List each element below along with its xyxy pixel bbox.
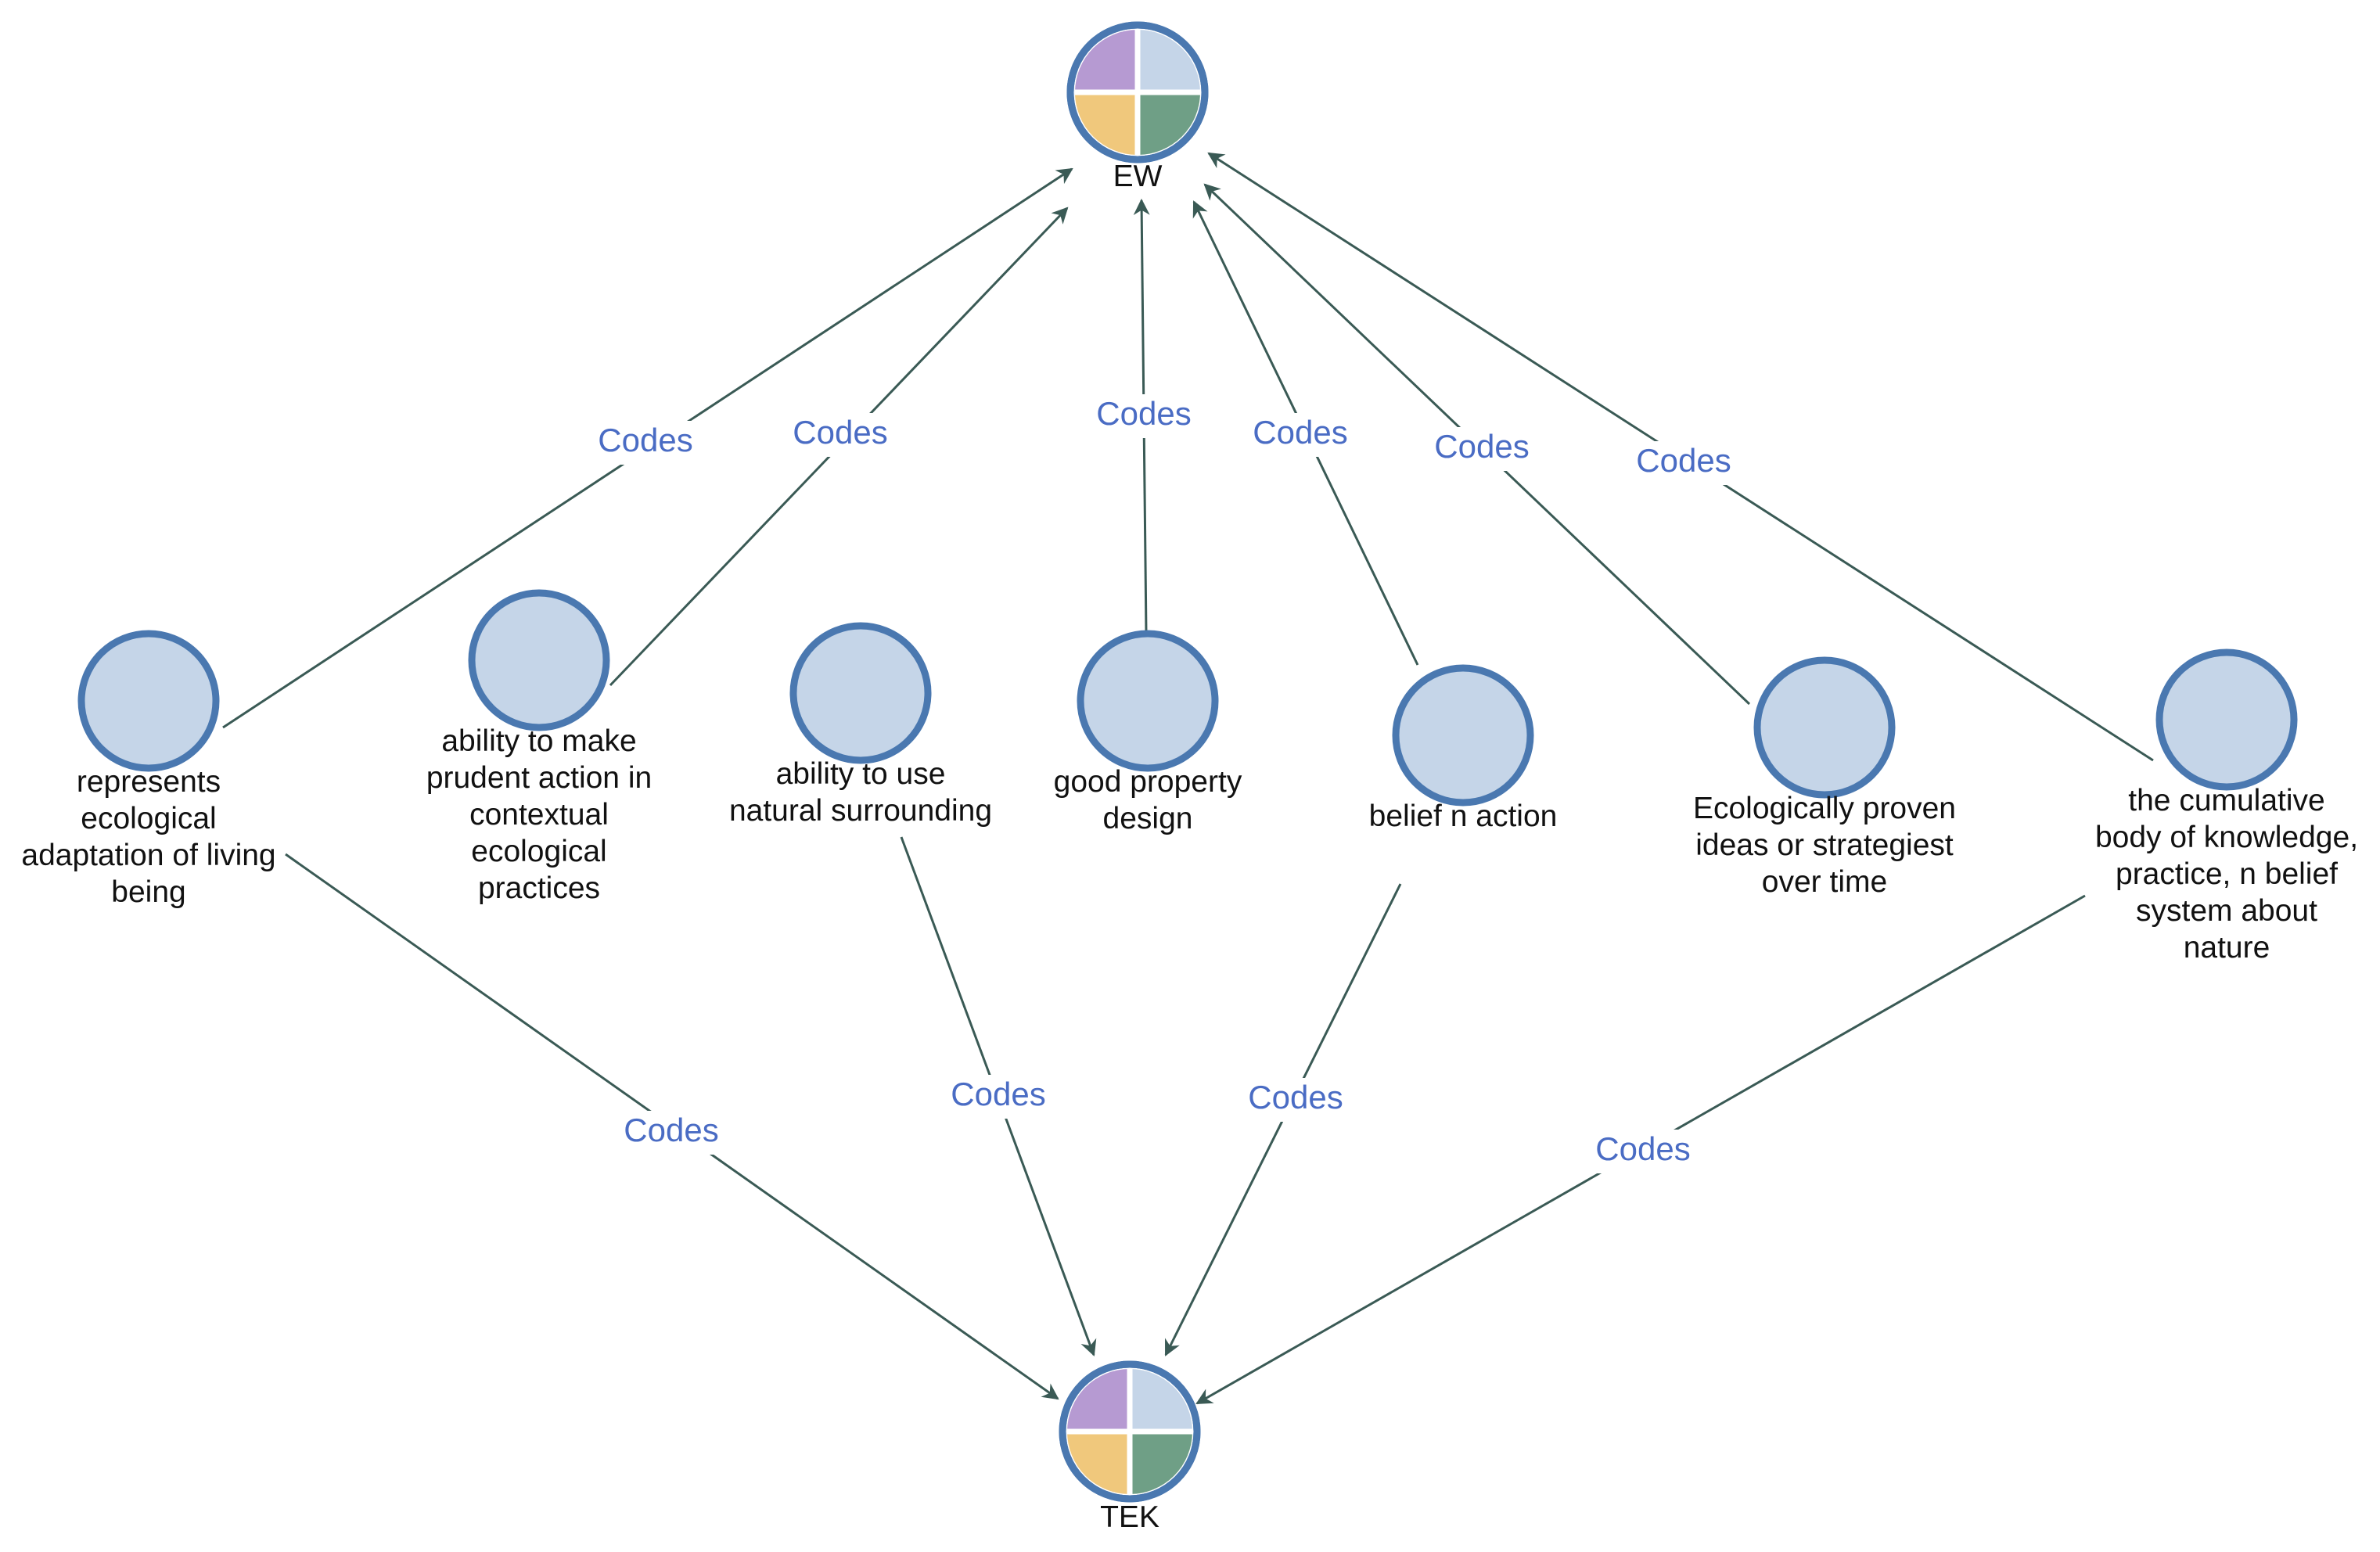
- edge-label-text: Codes: [1636, 442, 1731, 479]
- edge-label-text: Codes: [1434, 428, 1529, 465]
- hub-outline: [1066, 21, 1209, 163]
- hub-quadrant-light-blue: [1138, 30, 1200, 92]
- edge-label-c5-top: Codes: [1247, 413, 1354, 457]
- code-node-label-line: over time: [1762, 865, 1887, 899]
- hub-outline: [1059, 1360, 1201, 1503]
- code-node-label-line: contextual: [469, 798, 609, 832]
- hub-quadrant-purple: [1075, 30, 1138, 92]
- code-node-label-line: design: [1103, 802, 1193, 835]
- code-node-label: the cumulative body of knowledge,practice…: [2095, 784, 2358, 965]
- hub-quadrant-green: [1138, 92, 1200, 155]
- edge-label-text: Codes: [598, 422, 692, 458]
- code-node-circle: [1753, 656, 1896, 799]
- code-node-label-line: natural surrounding: [729, 794, 992, 828]
- code-node-circle: [1077, 630, 1219, 772]
- edge-label-text: Codes: [1096, 395, 1191, 432]
- edge-label-c1-bottom: Codes: [618, 1111, 724, 1155]
- edge-label-text: Codes: [951, 1076, 1045, 1112]
- edge-label-bg: [1247, 413, 1354, 457]
- edge-label-bg: [1590, 1130, 1696, 1173]
- code-node-label-line: practices: [478, 871, 600, 905]
- code-node-label-line: ecological: [81, 802, 216, 835]
- code-node[interactable]: belief n action: [1369, 664, 1558, 833]
- code-node-label-line: prudent action in: [426, 761, 652, 795]
- edge-label-c7-bottom: Codes: [1590, 1130, 1696, 1173]
- edge-label-c5-bottom: Codes: [1242, 1078, 1349, 1122]
- code-node-label-line: belief n action: [1369, 799, 1558, 833]
- code-node-label-line: nature: [2184, 931, 2270, 965]
- edge-label-bg: [1242, 1078, 1349, 1122]
- code-node-label-line: body of knowledge,: [2095, 821, 2358, 854]
- edge-label-text: Codes: [1253, 414, 1347, 451]
- code-node-label-line: adaptation of living: [21, 839, 275, 872]
- edge-label-c4-top: Codes: [1091, 394, 1197, 438]
- code-node-label-line: represents: [77, 765, 221, 799]
- hub-quadrant-yellow: [1075, 92, 1138, 155]
- edge-label-c2-top: Codes: [787, 413, 893, 457]
- edge-label-text: Codes: [793, 414, 887, 451]
- hub-quadrant-light-blue: [1130, 1369, 1192, 1432]
- edge-label-c7-top: Codes: [1630, 441, 1737, 485]
- edge-label-bg: [1630, 441, 1737, 485]
- edge-label-c6-top: Codes: [1429, 427, 1535, 471]
- code-node-circle: [1392, 664, 1534, 807]
- code-node-circle: [468, 589, 610, 731]
- edge-label-bg: [1091, 394, 1197, 438]
- edge-label-bg: [1429, 427, 1535, 471]
- hub-quadrant-yellow: [1067, 1432, 1130, 1494]
- hub-node-tek[interactable]: TEK: [1059, 1360, 1201, 1534]
- code-node-label-line: being: [111, 875, 185, 909]
- code-node-label-line: Ecologically proven: [1693, 792, 1956, 825]
- edge-label-c1-top: Codes: [592, 421, 699, 465]
- code-node-label-line: system about: [2136, 894, 2317, 928]
- hub-quadrant-green: [1130, 1432, 1192, 1494]
- edge-label-text: Codes: [1248, 1079, 1343, 1116]
- edge-label-bg: [945, 1075, 1052, 1119]
- hub-node-ew[interactable]: EW: [1066, 21, 1209, 193]
- code-node-label-line: good property: [1054, 765, 1242, 799]
- code-node-label-line: ability to use: [776, 757, 946, 791]
- edge-label-bg: [618, 1111, 724, 1155]
- hub-quadrant-purple: [1067, 1369, 1130, 1432]
- edge-label-text: Codes: [1595, 1130, 1690, 1167]
- code-node-label: belief n action: [1369, 799, 1558, 833]
- hub-label: TEK: [1100, 1500, 1159, 1534]
- edge-label-text: Codes: [624, 1112, 718, 1148]
- code-node-circle: [2155, 648, 2298, 791]
- code-node-circle: [77, 630, 220, 772]
- code-node-label-line: ideas or strategiest: [1695, 828, 1954, 862]
- code-node-label-line: ecological: [471, 835, 606, 868]
- edge-label-bg: [787, 413, 893, 457]
- edge-label-bg: [592, 421, 699, 465]
- edge-label-c3-bottom: Codes: [945, 1075, 1052, 1119]
- code-node[interactable]: the cumulative body of knowledge,practice…: [2095, 648, 2358, 965]
- code-node-label-line: the cumulative: [2128, 784, 2324, 817]
- code-node-circle: [789, 622, 932, 764]
- code-node-label-line: ability to make: [441, 724, 636, 758]
- hub-label: EW: [1113, 160, 1163, 193]
- code-node-label-line: practice, n belief: [2116, 857, 2338, 891]
